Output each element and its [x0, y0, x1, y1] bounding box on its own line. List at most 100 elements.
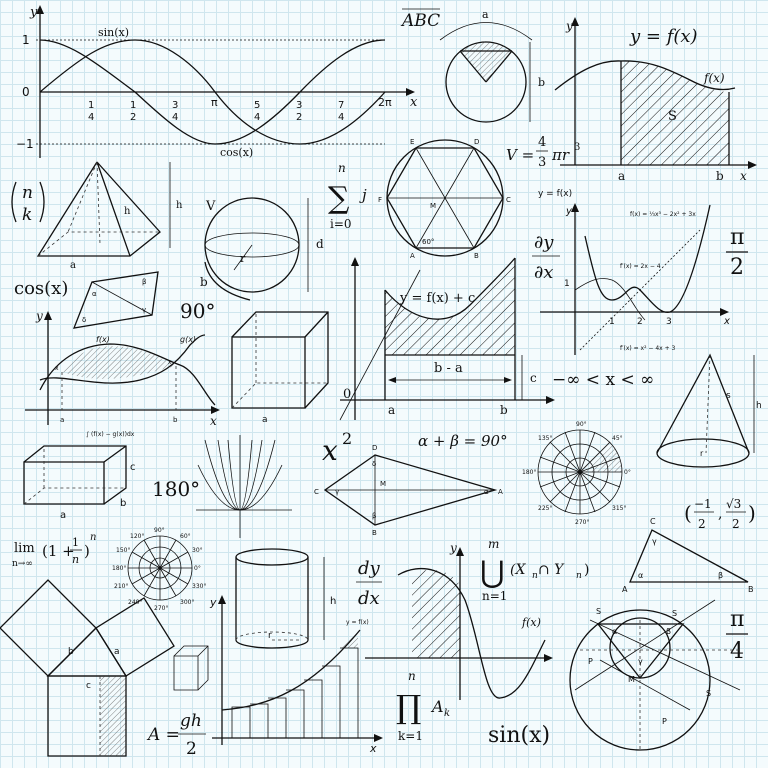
x-tick-5q-pi-num: 5: [254, 100, 260, 111]
cubic-x-tick-3: 3: [666, 317, 672, 327]
hex-angle: 60°: [422, 238, 434, 246]
volume-den: 3: [538, 155, 546, 170]
dy-dx: dy dx: [356, 558, 382, 609]
limit-one: 1: [72, 536, 79, 549]
kite-delta: δ: [372, 460, 376, 468]
kite-figure: D C A B M γ α δ β: [314, 444, 503, 537]
cone-s: s: [726, 391, 731, 401]
area-graph-fx: f(x): [703, 71, 725, 85]
cos-label: cos(x): [220, 146, 253, 159]
pi-quarter-den: 4: [730, 639, 744, 664]
limit-n: n: [72, 553, 79, 566]
sin-text: sin(x): [488, 723, 550, 748]
cubic-f1: f′(x) = 2x − 4: [620, 263, 661, 270]
volume-rest: πr: [551, 146, 570, 164]
x-tick-3h-pi-num: 3: [296, 100, 302, 111]
riemann-x: x: [369, 742, 377, 755]
int-graph-formula: ∫ (f(x) − g(x))dx: [86, 431, 135, 438]
pi-quarter-num: π: [730, 607, 744, 632]
sphere-figure: V d r b: [200, 197, 324, 301]
dydx-den: dx: [358, 588, 380, 609]
integral-between-curves-graph: y x f(x) g(x) x x a b ∫ (f(x) − g(x))dx: [25, 309, 220, 438]
pyramid-a: a: [70, 260, 76, 271]
area-graph-b: b: [716, 169, 724, 183]
limit-close: ): [84, 542, 90, 560]
kite-beta: β: [372, 512, 376, 520]
x-squared-base: x: [322, 434, 338, 467]
cyl-r: r: [268, 631, 272, 641]
x-tick-half-pi-num: 1: [130, 100, 136, 111]
riemann-sum-graph: y x y = f(x): [209, 595, 383, 755]
quad-beta: β: [142, 278, 146, 286]
x-squared: x 2: [322, 429, 352, 467]
limit-expr: (1 +: [42, 542, 75, 560]
geom-m: M: [628, 675, 635, 684]
y-tick-neg1: −1: [16, 137, 34, 151]
polar-s-30: 30°: [192, 547, 203, 554]
binom-bottom: k: [22, 205, 32, 225]
x-squared-exp: 2: [342, 429, 352, 448]
quad-alpha: α: [92, 290, 97, 298]
geom-gamma: γ: [638, 657, 643, 666]
deg-180-text: 180°: [152, 477, 200, 501]
union-top: m: [488, 537, 499, 551]
tri-a: A: [622, 585, 628, 594]
tri-c: C: [650, 517, 656, 526]
point-sep: ,: [718, 506, 722, 522]
x-tick-3q-pi-den: 4: [172, 112, 178, 123]
point-d2: 2: [732, 517, 740, 531]
int-graph-fx: f(x): [96, 335, 110, 344]
y-tick-0: 0: [22, 85, 30, 99]
center-area-zero: 0: [343, 387, 351, 402]
sum-sigma: ∑: [328, 181, 350, 216]
cubic-f: f(x) = ⅓x³ − 2x² + 3x: [630, 211, 696, 218]
pyth-c: c: [86, 681, 91, 691]
kite-m: M: [380, 480, 386, 488]
int-graph-gx: g(x): [180, 335, 196, 344]
union-close: ): [584, 562, 589, 578]
kite-d: D: [372, 444, 377, 452]
sin-label: sin(x): [98, 26, 129, 39]
int-graph-b: b: [173, 416, 178, 424]
pyramid-figure: h h a: [36, 161, 183, 271]
riemann-f: y = f(x): [346, 619, 369, 626]
product-top: n: [408, 669, 416, 683]
x-tick-3q-pi-num: 3: [172, 100, 178, 111]
polar-s-210: 210°: [114, 583, 128, 590]
area-under-curve-graph: y = f(x) f(x) S a b x y: [554, 17, 757, 183]
circle-sector-figure: a b: [439, 8, 545, 123]
alpha-beta-equation: α + β = 90°: [418, 432, 508, 450]
pyramid-h: h: [176, 200, 183, 211]
geom-s2: S: [672, 609, 677, 618]
area-graph-x: x: [740, 169, 747, 183]
prism-b: b: [120, 498, 126, 509]
binomial-coefficient: n k: [11, 181, 45, 225]
union-expr: (X: [510, 562, 526, 578]
quadrilateral-figure: α β γ δ: [72, 271, 159, 329]
cubic-y-tick: 1: [564, 279, 570, 289]
summation-formula: n ∑ i=0 j: [328, 161, 367, 231]
cylinder-figure: h r: [235, 548, 336, 649]
hex-c: C: [506, 196, 511, 204]
geom-beta: β: [666, 627, 671, 636]
cubic-f2: f′(x) = x² − 4x + 3: [620, 345, 676, 352]
geom-p2: P: [588, 657, 593, 666]
cubic-x-tick-1: 1: [609, 317, 615, 327]
limit-sub: n→∞: [12, 559, 33, 569]
limit-formula: lim n→∞ (1 + 1 n ) n: [12, 532, 96, 569]
cube-figure: a: [231, 311, 329, 425]
prism-c: c: [130, 462, 136, 473]
pi-over-two: π 2: [726, 225, 748, 280]
polar-s-150: 150°: [116, 547, 130, 554]
hexagon-in-circle: E D C B A F M 60°: [378, 138, 511, 260]
parabola-family-graph: [196, 435, 292, 538]
sphere-volume-formula: V = 4 3 πr 3: [506, 135, 580, 170]
center-area-title: y = f(x) + c: [399, 291, 475, 306]
kite-a: A: [498, 488, 503, 496]
polar-s-0: 0°: [194, 565, 201, 572]
fx-curve-y: y: [449, 541, 457, 555]
polar-s-300: 300°: [180, 599, 194, 606]
union-bottom: n=1: [482, 589, 507, 603]
point-coordinates: ( −1 2 , √3 2 ): [684, 497, 756, 531]
polar-l-270: 270°: [575, 519, 589, 526]
